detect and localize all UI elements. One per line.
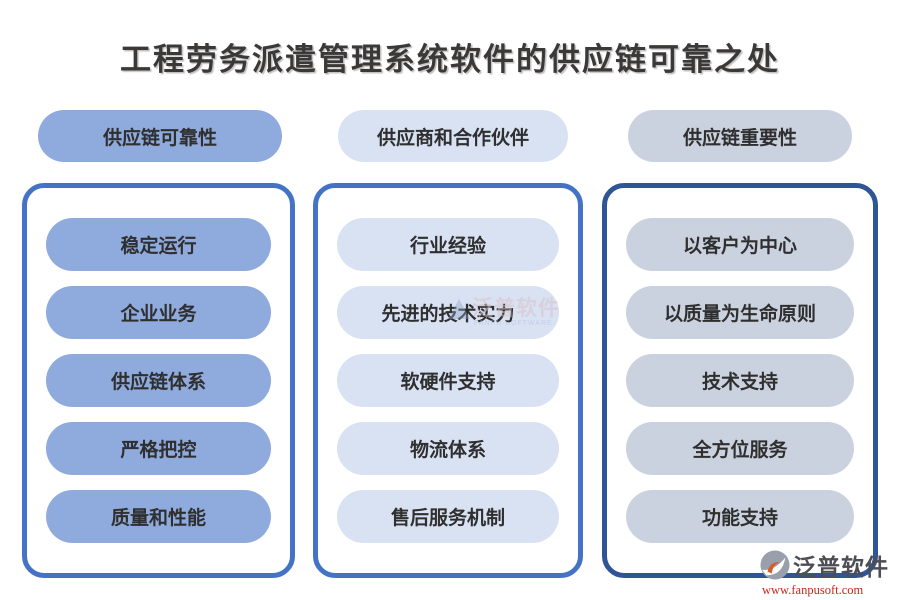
column-container: 以客户为中心以质量为生命原则技术支持全方位服务功能支持: [602, 183, 878, 578]
item-pill: 软硬件支持: [337, 354, 559, 407]
column-container: 稳定运行企业业务供应链体系严格把控质量和性能: [22, 183, 295, 578]
page-title: 工程劳务派遣管理系统软件的供应链可靠之处: [120, 42, 780, 77]
item-pill: 行业经验: [337, 218, 559, 271]
vendor-logo-icon: [760, 550, 790, 580]
column-header-pill: 供应链重要性: [628, 110, 852, 162]
column-header-pill: 供应链可靠性: [38, 110, 282, 162]
vendor-logo-url: www.fanpusoft.com: [762, 583, 864, 597]
vendor-logo-name: 泛普软件: [793, 555, 889, 580]
item-pill: 严格把控: [46, 422, 271, 475]
item-pill: 物流体系: [337, 422, 559, 475]
vendor-logo: 泛普软件 www.fanpusoft.com: [760, 548, 900, 598]
item-pill: 稳定运行: [46, 218, 271, 271]
item-pill: 以客户为中心: [626, 218, 854, 271]
item-pill: 企业业务: [46, 286, 271, 339]
column-container: 行业经验先进的技术实力软硬件支持物流体系售后服务机制: [313, 183, 583, 578]
item-pill: 供应链体系: [46, 354, 271, 407]
item-pill: 以质量为生命原则: [626, 286, 854, 339]
item-pill: 先进的技术实力: [337, 286, 559, 339]
item-pill: 功能支持: [626, 490, 854, 543]
item-pill: 质量和性能: [46, 490, 271, 543]
item-pill: 售后服务机制: [337, 490, 559, 543]
column-header-pill: 供应商和合作伙伴: [338, 110, 568, 162]
item-pill: 全方位服务: [626, 422, 854, 475]
item-pill: 技术支持: [626, 354, 854, 407]
